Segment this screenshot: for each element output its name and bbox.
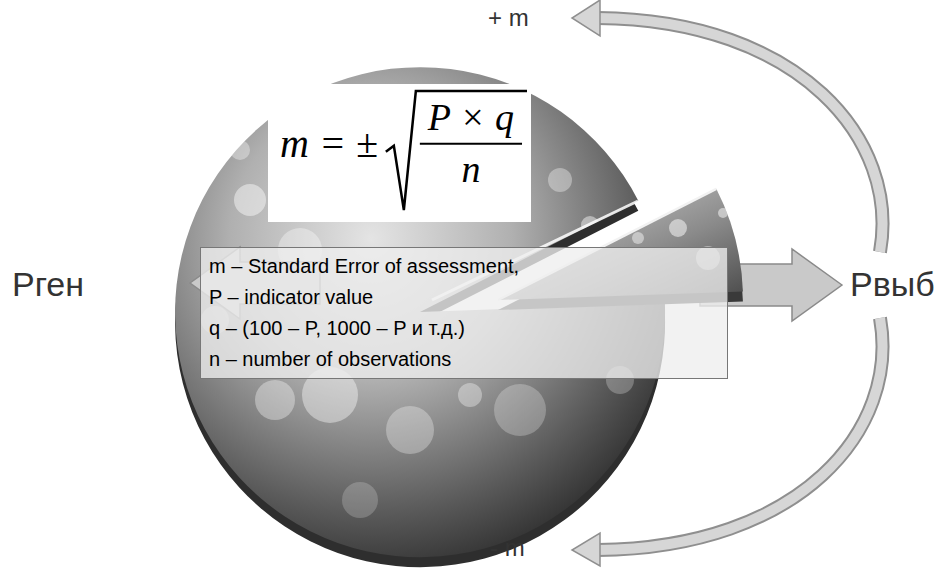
definition-line: P – indicator value [209,282,373,313]
plus-error-label: + m [488,4,529,32]
definition-box: m – Standard Error of assessment,P – ind… [200,247,728,379]
sample-label: Рвыб [850,264,935,304]
curved-arrow-up [572,0,883,252]
formula-numerator: P × q [428,96,514,140]
formula-lhs: m = ± [280,121,378,167]
definition-line: n – number of observations [209,344,451,375]
definition-line: m – Standard Error of assessment, [209,251,519,282]
general-population-label: Рген [12,264,84,304]
minus-error-label: - m [490,534,525,562]
formula-box: m = ± P × q n [268,84,531,222]
formula-denominator: n [461,148,480,192]
definition-line: q – (100 – P, 1000 – P и т.д.) [209,313,465,344]
